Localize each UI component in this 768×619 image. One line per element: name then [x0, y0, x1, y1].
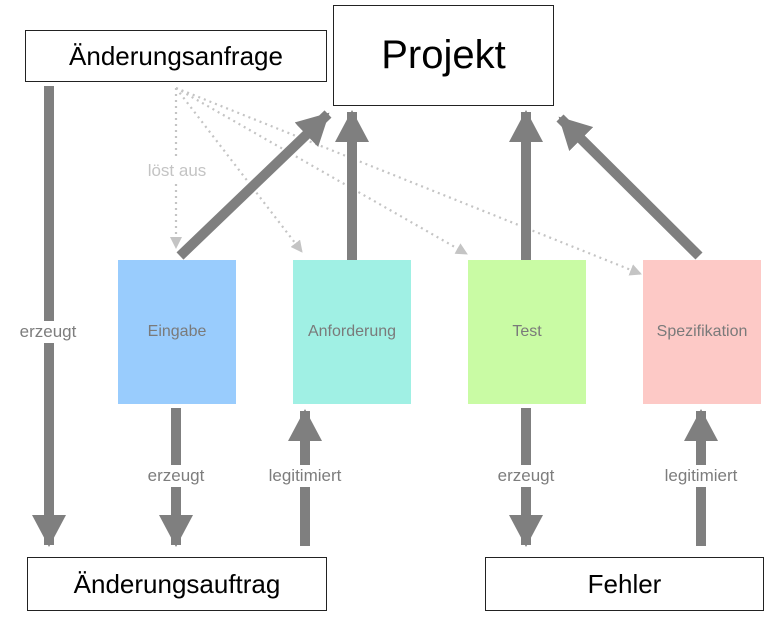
arrow-spezifikation-to-projekt — [556, 114, 703, 260]
label-erzeugt-test: erzeugt — [495, 465, 557, 487]
solid-arrows-up — [176, 110, 703, 260]
node-spezifikation: Spezifikation — [643, 260, 761, 404]
label-erzeugt-eingabe: erzeugt — [145, 465, 207, 487]
node-eingabe: Eingabe — [118, 260, 236, 404]
label-legitimiert-spezifikation: legitimiert — [662, 465, 740, 487]
node-aenderungsanfrage: Änderungsanfrage — [25, 30, 327, 82]
dotted-arrows — [170, 86, 642, 276]
node-anforderung: Anforderung — [293, 260, 411, 404]
label-legitimiert-anforderung: legitimiert — [266, 465, 344, 487]
node-test: Test — [468, 260, 586, 404]
node-aenderungsauftrag: Änderungsauftrag — [27, 557, 327, 611]
dotted-arrow-to-test — [175, 87, 468, 255]
arrow-eingabe-to-projekt — [176, 110, 332, 260]
dotted-arrow-to-spezifikation — [175, 86, 642, 276]
label-erzeugt-left: erzeugt — [17, 321, 79, 343]
dotted-arrow-to-anforderung — [175, 87, 303, 253]
node-fehler: Fehler — [485, 557, 764, 611]
label-loest-aus: löst aus — [145, 160, 209, 182]
node-projekt: Projekt — [333, 5, 554, 106]
